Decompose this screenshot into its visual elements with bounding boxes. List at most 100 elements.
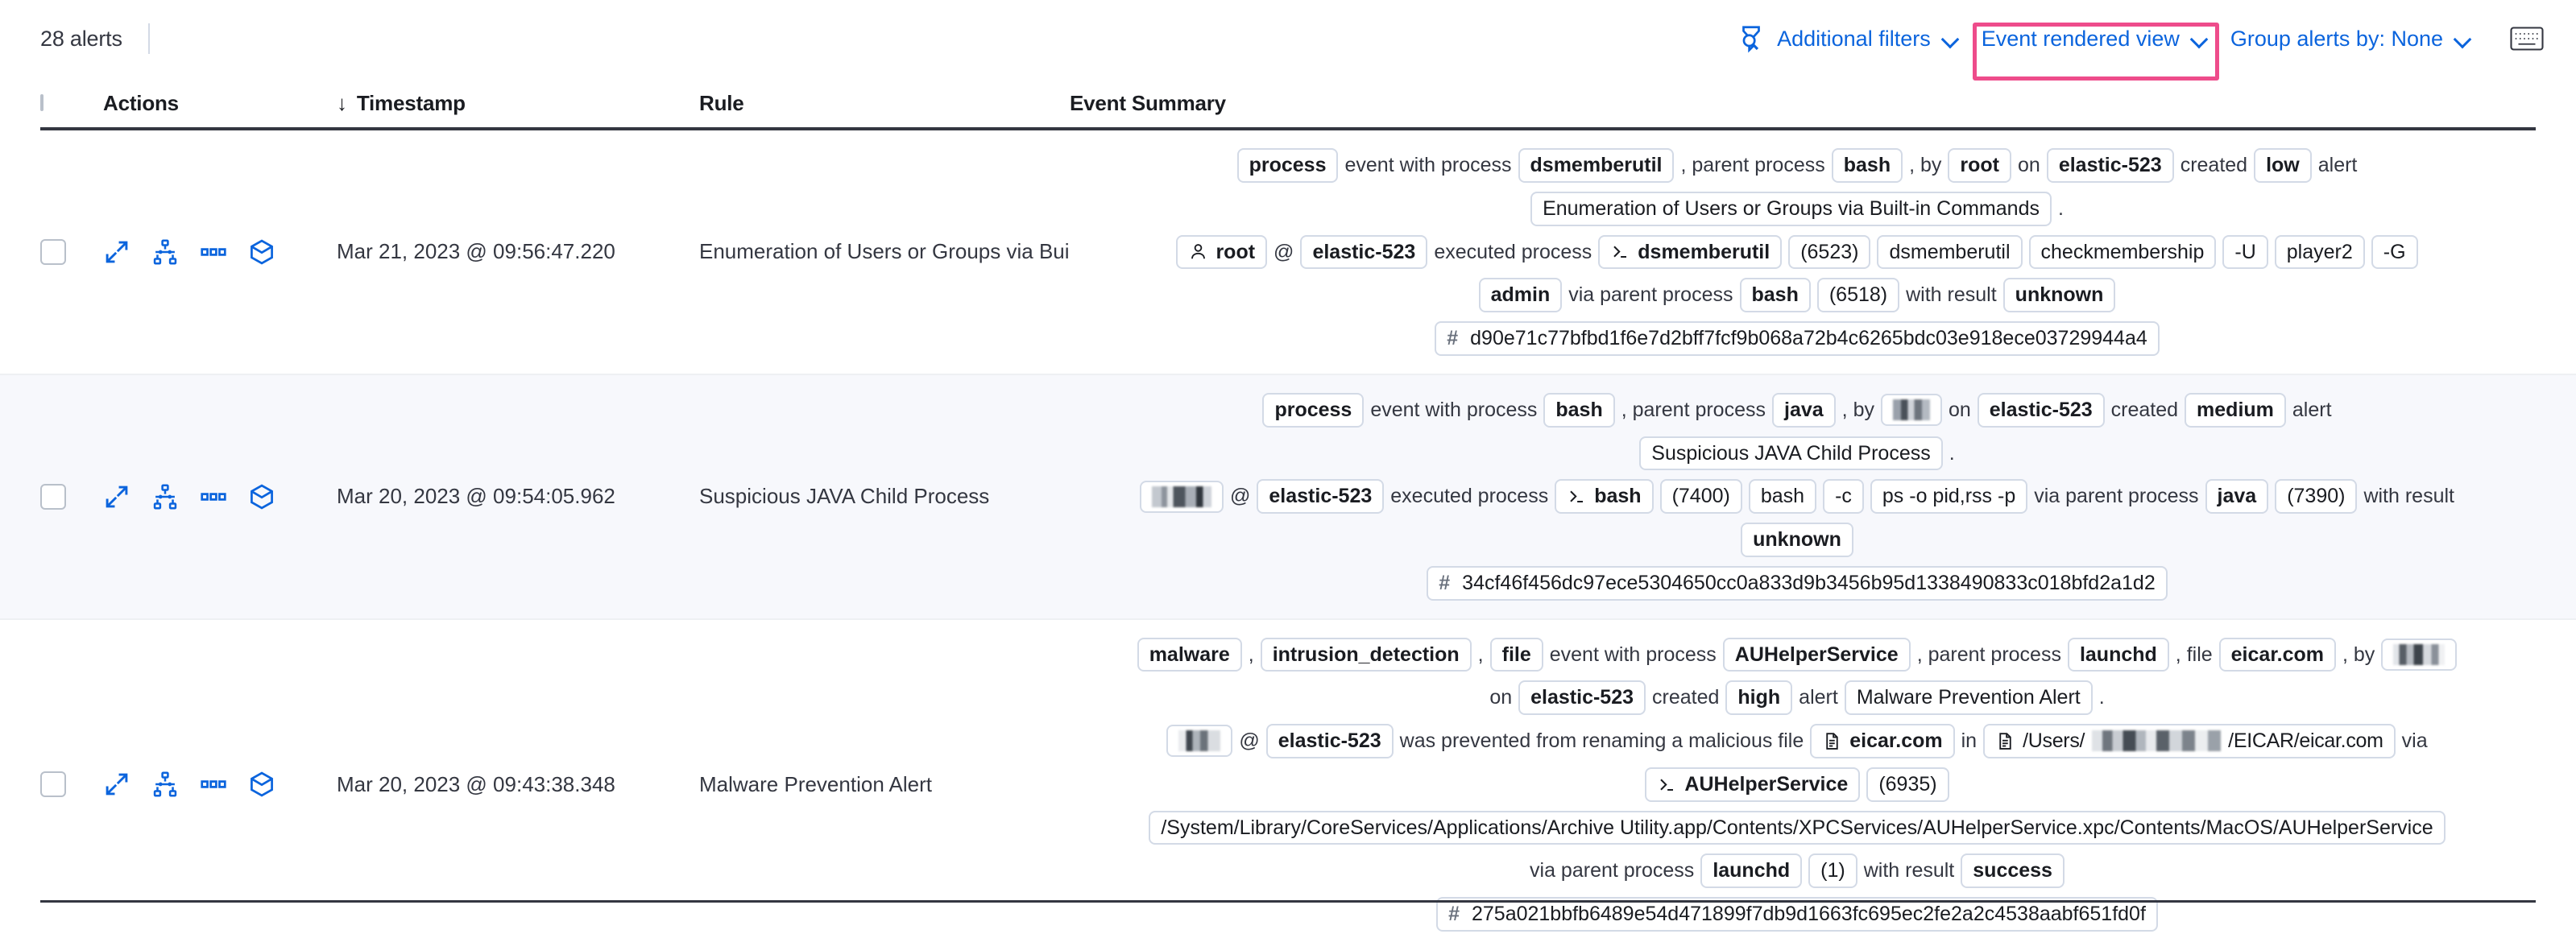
event-pill[interactable]: -U	[2222, 234, 2268, 270]
expand-icon[interactable]	[103, 771, 130, 798]
select-all-checkbox[interactable]	[40, 94, 43, 111]
event-pill[interactable]: java	[1772, 392, 1836, 428]
add-to-case-icon[interactable]	[248, 483, 275, 510]
event-pill[interactable]: AUHelperService	[1645, 767, 1861, 802]
event-pill[interactable]: high	[1725, 680, 1793, 715]
event-pill[interactable]: (1)	[1808, 853, 1857, 888]
event-pill[interactable]: Suspicious JAVA Child Process	[1639, 436, 1943, 471]
event-pill[interactable]: bash	[1739, 278, 1811, 312]
event-rendered-view-button[interactable]: Event rendered view	[1970, 19, 2219, 60]
event-summary-line: unknown	[1070, 523, 2524, 557]
event-pill[interactable]: bash	[1555, 479, 1654, 514]
event-pill[interactable]: java	[2205, 479, 2269, 514]
event-pill[interactable]: Malware Prevention Alert	[1844, 680, 2093, 715]
event-text: event with process	[1344, 154, 1512, 176]
event-pill[interactable]: (6523)	[1788, 234, 1871, 270]
event-pill[interactable]: Enumeration of Users or Groups via Built…	[1530, 191, 2052, 226]
additional-filters-label: Additional filters	[1777, 26, 1931, 51]
event-pill[interactable]: process	[1262, 392, 1365, 428]
event-pill[interactable]: file	[1489, 637, 1543, 672]
event-text: .	[1949, 441, 1955, 465]
event-pill[interactable]: elastic-523	[1977, 392, 2105, 428]
event-pill[interactable]: (7390)	[2275, 479, 2358, 514]
additional-filters-button[interactable]: Additional filters	[1725, 13, 1970, 64]
event-text: in	[1961, 729, 1978, 752]
event-pill[interactable]: dsmemberutil	[1518, 148, 1675, 183]
redacted-user-pill[interactable]	[1880, 394, 1942, 427]
add-to-case-icon[interactable]	[248, 238, 275, 266]
redacted-file-path-pill[interactable]: /Users//EICAR/eicar.com	[1983, 724, 2396, 758]
event-pill[interactable]: medium	[2185, 392, 2286, 428]
event-pill[interactable]: ps -o pid,rss -p	[1870, 479, 2028, 514]
column-header-rule[interactable]: Rule	[699, 90, 744, 115]
expand-icon[interactable]	[103, 238, 130, 266]
event-pill[interactable]: unknown	[1741, 523, 1853, 557]
event-pill[interactable]: root	[1948, 148, 2011, 183]
redacted-user-pill[interactable]	[2381, 638, 2458, 671]
event-pill[interactable]: launchd	[2067, 637, 2169, 672]
event-pill[interactable]: eicar.com	[1810, 724, 1955, 758]
event-hash-pill[interactable]: #d90e71c77bfbd1f6e7d2bff7fcf9b068a72b4c6…	[1435, 321, 2160, 356]
analyze-event-icon[interactable]	[151, 483, 179, 510]
event-pill[interactable]: dsmemberutil	[1598, 234, 1783, 270]
event-pill[interactable]: (7400)	[1659, 479, 1742, 514]
event-pill[interactable]: bash	[1748, 479, 1817, 514]
event-pill[interactable]: elastic-523	[1265, 724, 1394, 758]
event-pill[interactable]: elastic-523	[1518, 680, 1646, 715]
event-pill-label: dsmemberutil	[1638, 240, 1770, 263]
event-pill[interactable]: process	[1236, 148, 1339, 183]
event-pill[interactable]: dsmemberutil	[1877, 234, 2023, 270]
row-rule-name[interactable]: Suspicious JAVA Child Process	[699, 484, 990, 509]
event-pill[interactable]: root	[1176, 234, 1268, 270]
event-pill[interactable]: AUHelperService	[1722, 637, 1911, 672]
event-pill[interactable]: success	[1961, 853, 2065, 888]
event-pill[interactable]: eicar.com	[2218, 637, 2337, 672]
event-pill[interactable]: elastic-523	[1257, 479, 1385, 514]
expand-icon[interactable]	[103, 483, 130, 510]
group-alerts-by-button[interactable]: Group alerts by: None	[2219, 19, 2483, 60]
more-actions-icon[interactable]	[200, 238, 227, 266]
event-pill[interactable]: admin	[1478, 278, 1563, 312]
row-rule-name[interactable]: Malware Prevention Alert	[699, 771, 933, 796]
event-pill[interactable]: checkmembership	[2028, 234, 2217, 270]
event-pill[interactable]: -c	[1823, 479, 1864, 514]
event-pill[interactable]: bash	[1831, 148, 1903, 183]
analyze-event-icon[interactable]	[151, 238, 179, 266]
more-actions-icon[interactable]	[200, 771, 227, 798]
keyboard-shortcuts-icon[interactable]	[2510, 26, 2544, 52]
row-select-checkbox[interactable]	[40, 238, 66, 265]
chevron-down-icon	[2454, 30, 2471, 48]
hash-symbol-icon: #	[1447, 327, 1459, 349]
redacted-user-pill[interactable]	[1166, 725, 1233, 758]
column-header-timestamp[interactable]: ↓ Timestamp	[337, 91, 699, 116]
column-header-actions[interactable]: Actions	[103, 90, 179, 115]
event-pill[interactable]: player2	[2274, 234, 2365, 270]
event-pill[interactable]: elastic-523	[1300, 234, 1428, 270]
event-pill[interactable]: low	[2254, 148, 2312, 183]
more-actions-icon[interactable]	[200, 483, 227, 510]
event-hash-pill[interactable]: #275a021bbfb6489e54d471899f7db9d1663fc69…	[1436, 897, 2158, 932]
event-pill[interactable]: (6518)	[1816, 278, 1900, 312]
column-header-event-summary[interactable]: Event Summary	[1070, 90, 1226, 115]
event-pill-label: unknown	[1753, 528, 1841, 551]
event-pill[interactable]: elastic-523	[2046, 148, 2174, 183]
add-to-case-icon[interactable]	[248, 771, 275, 798]
row-select-checkbox[interactable]	[40, 771, 66, 798]
event-pill[interactable]: -G	[2371, 234, 2418, 270]
event-hash-pill[interactable]: #34cf46f456dc97ece5304650cc0a833d9b3456b…	[1427, 565, 2168, 601]
row-rule-name[interactable]: Enumeration of Users or Groups via Bui	[699, 239, 1070, 264]
event-pill[interactable]: unknown	[2002, 278, 2116, 312]
event-pill[interactable]: (6935)	[1866, 767, 1949, 802]
event-pill[interactable]: /System/Library/CoreServices/Application…	[1149, 810, 2446, 845]
row-select-checkbox[interactable]	[40, 483, 66, 510]
event-pill[interactable]: malware	[1137, 637, 1242, 672]
event-pill[interactable]: launchd	[1700, 853, 1803, 888]
redacted-user-pill[interactable]	[1140, 480, 1224, 513]
event-pill[interactable]: bash	[1543, 392, 1615, 428]
event-pill-label: AUHelperService	[1734, 643, 1899, 666]
analyze-event-icon[interactable]	[151, 771, 179, 798]
event-pill[interactable]: intrusion_detection	[1260, 637, 1472, 672]
